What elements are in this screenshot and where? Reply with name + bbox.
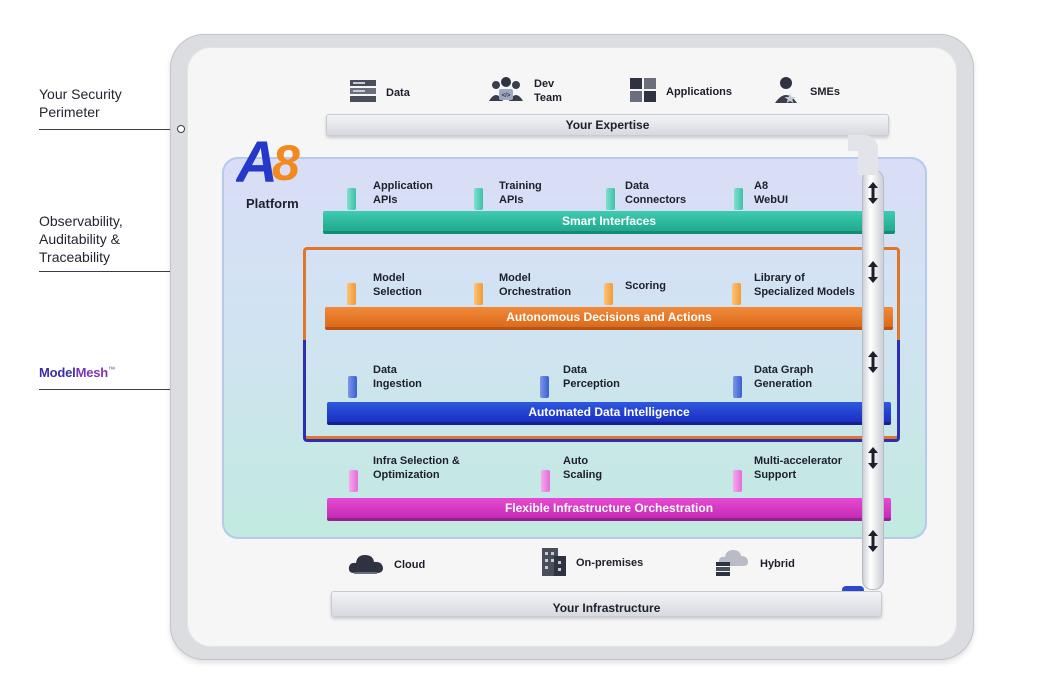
data-intel-item-perception: Data Perception <box>563 364 620 390</box>
flex-item-infra-selection: Infra Selection & Optimization <box>373 455 460 481</box>
data-intel-pillar-2 <box>540 376 549 398</box>
your-infrastructure-shelf: Your Infrastructure <box>331 591 882 617</box>
flex-pillar-2 <box>541 470 550 492</box>
infra-hybrid-label: Hybrid <box>760 557 795 570</box>
flex-pillar-3 <box>733 470 742 492</box>
applications-icon <box>630 78 656 105</box>
expertise-smes-label: SMEs <box>810 85 840 98</box>
team-icon: </> <box>488 76 524 105</box>
expertise-data: Data <box>350 79 410 106</box>
observability-label: Observability, Auditability & Traceabili… <box>39 213 123 265</box>
observability-connector <box>39 271 238 272</box>
expertise-data-label: Data <box>386 86 410 99</box>
double-arrow-icon <box>868 530 878 552</box>
security-perimeter-label: Your Security Perimeter <box>39 86 122 120</box>
autonomous-item-model-orchestration: Model Orchestration <box>499 272 572 298</box>
connection-tube-bend <box>848 135 878 175</box>
infra-on-premises-label: On-premises <box>576 556 644 569</box>
data-intel-pillar-3 <box>733 376 742 398</box>
flex-item-multi-accelerator: Multi-accelerator Support <box>754 455 843 481</box>
smart-item-application-apis: Application APIs <box>373 180 433 206</box>
smart-item-training-apis: Training APIs <box>499 180 542 206</box>
smart-pillar-4 <box>734 188 743 210</box>
connection-tube <box>862 170 884 590</box>
smart-interfaces-bar: Smart Interfaces <box>323 211 895 231</box>
double-arrow-icon <box>868 261 878 283</box>
data-intel-item-ingestion: Data Ingestion <box>373 364 422 390</box>
infra-cloud: Cloud <box>348 551 425 578</box>
infra-hybrid: Hybrid <box>716 548 795 579</box>
smart-item-data-connectors: Data Connectors <box>625 180 687 206</box>
infra-on-premises: On-premises <box>540 546 643 579</box>
smart-pillar-1 <box>347 188 356 210</box>
building-icon <box>540 546 566 579</box>
expertise-applications-label: Applications <box>666 85 733 98</box>
automated-data-intelligence-bar: Automated Data Intelligence <box>327 402 891 422</box>
your-expertise-shelf: Your Expertise <box>326 114 889 136</box>
svg-text:</>: </> <box>502 93 511 99</box>
double-arrow-icon <box>868 182 878 204</box>
autonomous-decisions-bar: Autonomous Decisions and Actions <box>325 307 893 327</box>
double-arrow-icon <box>868 447 878 469</box>
flex-item-auto-scaling: Auto Scaling <box>563 455 603 481</box>
expertise-applications: Applications <box>630 78 732 105</box>
expert-icon <box>774 76 800 107</box>
double-arrow-icon <box>868 351 878 373</box>
autonomous-item-library: Library of Specialized Models <box>754 272 855 298</box>
expertise-dev-team-label: Dev Team <box>534 77 562 104</box>
cloud-icon <box>348 551 384 578</box>
a8-logo-a: A <box>236 130 278 188</box>
modelmesh-label: ModelMesh™ <box>39 365 115 380</box>
autonomous-item-model-selection: Model Selection <box>373 272 422 298</box>
platform-title: Platform <box>246 196 299 211</box>
autonomous-pillar-2 <box>474 283 483 305</box>
data-intel-item-graph-generation: Data Graph Generation <box>754 364 814 390</box>
smart-pillar-2 <box>474 188 483 210</box>
modelmesh-frame-blue <box>303 340 900 442</box>
autonomous-pillar-3 <box>604 283 613 305</box>
smart-item-a8-webui: A8 WebUI <box>754 180 789 206</box>
smart-pillar-3 <box>606 188 615 210</box>
autonomous-pillar-1 <box>347 283 356 305</box>
autonomous-pillar-4 <box>732 283 741 305</box>
hybrid-cloud-icon <box>716 548 750 579</box>
perimeter-connector-dot <box>177 125 185 133</box>
autonomous-item-scoring: Scoring <box>625 280 666 292</box>
tube-end-cap <box>842 586 864 594</box>
expertise-dev-team: </> Dev Team <box>488 76 562 105</box>
a8-logo-8: 8 <box>272 135 300 188</box>
flex-pillar-1 <box>349 470 358 492</box>
security-perimeter-connector <box>39 129 179 130</box>
server-icon <box>350 79 376 106</box>
expertise-smes: SMEs <box>774 76 840 107</box>
infra-cloud-label: Cloud <box>394 558 426 571</box>
a8-logo: A 8 <box>234 130 316 195</box>
data-intel-pillar-1 <box>348 376 357 398</box>
flexible-infrastructure-bar: Flexible Infrastructure Orchestration <box>327 498 891 518</box>
